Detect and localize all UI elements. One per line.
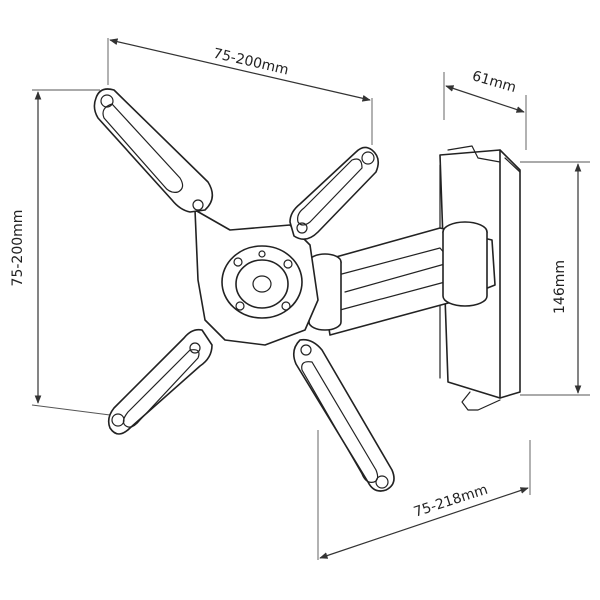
vesa-bracket (93, 88, 395, 492)
wall-plate-height-label: 146mm (552, 260, 568, 314)
dimension-left-height: 75-200mm (10, 89, 111, 416)
left-height-label: 75-200mm (10, 210, 26, 287)
depth-label: 61mm (470, 68, 518, 96)
dimension-wall-plate-height: 146mm (520, 161, 590, 396)
swivel-arm (308, 221, 496, 336)
bottom-width-label: 75-218mm (412, 482, 490, 521)
top-width-label: 75-200mm (212, 46, 291, 79)
dimension-depth: 61mm (443, 68, 527, 150)
